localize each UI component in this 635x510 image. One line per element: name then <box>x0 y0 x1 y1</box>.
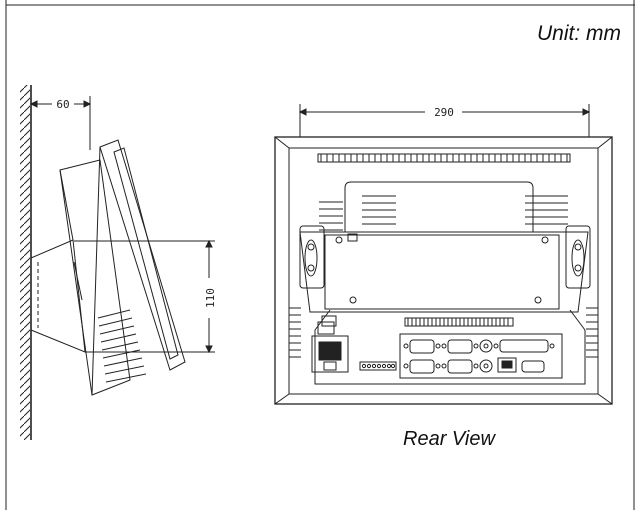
dim-290-label: 290 <box>434 106 454 119</box>
diagram-border <box>5 0 635 510</box>
dim-60-label: 60 <box>56 98 69 111</box>
rear-view: 290 <box>274 104 613 405</box>
right-bracket <box>565 225 591 289</box>
panel-bezel <box>99 139 186 371</box>
panel-body <box>59 159 131 396</box>
upper-vents <box>319 195 568 231</box>
wall-bracket <box>30 239 86 353</box>
top-vent-row <box>317 153 571 163</box>
bracket-plate <box>299 231 589 313</box>
rear-frame-outer <box>274 136 613 405</box>
power-inlet <box>311 315 349 373</box>
rear-frame-inner <box>288 147 599 395</box>
unit-label: Unit: mm <box>537 22 621 45</box>
terminal-block <box>359 361 397 371</box>
side-vents <box>97 309 147 383</box>
edge-connector <box>404 317 514 327</box>
side-view: 60 110 <box>20 85 217 440</box>
lower-housing <box>314 330 586 385</box>
upper-housing <box>344 181 534 232</box>
side-vents-rear <box>289 307 598 358</box>
rear-view-label: Rear View <box>403 428 495 450</box>
left-bracket <box>299 225 325 289</box>
dim-110-label: 110 <box>204 288 217 308</box>
wall-hatch <box>20 85 30 440</box>
io-port-panel <box>399 333 563 379</box>
